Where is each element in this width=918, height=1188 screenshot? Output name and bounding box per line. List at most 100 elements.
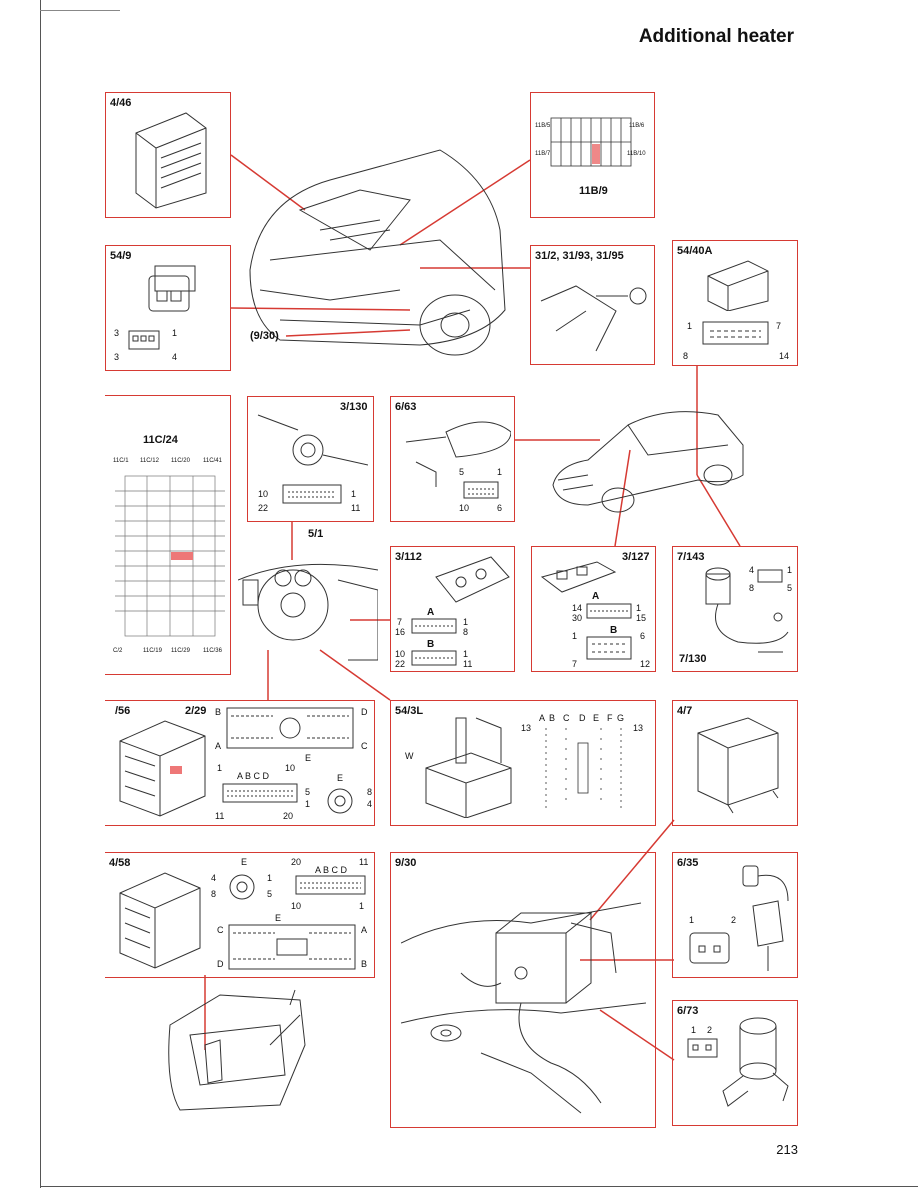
ground-point-illustration [540, 285, 647, 352]
pin-number: 1 [359, 901, 365, 911]
steering-switch-illustration [257, 414, 368, 466]
pin-diagram [586, 603, 632, 619]
pin-number: 13 [633, 723, 644, 733]
connector-id: A [215, 741, 222, 751]
pin-number: 1 [689, 915, 695, 925]
connector-block-illustration [425, 717, 512, 818]
pin-number: 1 [463, 649, 469, 659]
pin-diagram [295, 875, 366, 895]
page-top-rule [40, 10, 120, 11]
component-11b-9-box: 11B/5 11B/6 11B/7 11B/10 11B/9 [530, 92, 655, 218]
component-label: 7/130 [679, 653, 707, 665]
pin-number: 13 [521, 723, 532, 733]
pin-diagram [222, 783, 298, 803]
connector-id: C [361, 741, 368, 751]
fuse-label: 11C/1 [113, 458, 129, 464]
pin-number: 8 [749, 583, 755, 593]
fuse-label: 11B/10 [627, 151, 646, 157]
pin-number: 1 [305, 799, 311, 809]
connector-id: E [241, 857, 248, 867]
pin-number: 1 [691, 1025, 697, 1035]
heater-control-module-illustration [697, 717, 779, 814]
page-margin-line [40, 0, 41, 1188]
car-trunk-illustration [168, 989, 306, 1111]
pin-number: 22 [395, 659, 406, 669]
component-3-112-box: 3/112 A 7 1 16 8 B 10 1 22 11 [390, 546, 515, 672]
connector-id: D [579, 713, 586, 723]
component-label: 54/9 [110, 250, 132, 262]
connector-id: E [275, 913, 282, 923]
component-label: 4/46 [110, 97, 132, 109]
component-6-63-box: 6/63 5 1 10 6 [390, 396, 515, 522]
pin-number: 4 [211, 873, 217, 883]
connector-id: A B C D [315, 865, 348, 875]
pin-diagram [327, 788, 353, 814]
fuse-label: 11C/19 [143, 648, 162, 654]
pin-number: 22 [258, 503, 269, 513]
fuse-label: 11C/41 [203, 458, 222, 464]
pin-number: 20 [283, 811, 294, 821]
pin-number: 5 [787, 583, 793, 593]
pin-number: 4 [172, 352, 178, 362]
pin-diagram [228, 924, 356, 970]
fuse-label: 11C/12 [140, 458, 159, 464]
connector-id: D [361, 707, 368, 717]
component-label: 6/35 [677, 857, 699, 869]
pin-number: 10 [395, 649, 406, 659]
pin-number: 8 [463, 627, 469, 637]
component-label: 2/29 [185, 705, 207, 717]
pin-number: 10 [258, 489, 269, 499]
pin-diagram [757, 569, 783, 583]
car-front-engine-bay-illustration [249, 149, 506, 356]
component-label: 54/40A [677, 245, 713, 257]
pin-number: 7 [572, 659, 578, 669]
component-label: 4/7 [677, 705, 693, 717]
pin-number: 7 [776, 321, 782, 331]
pin-diagram [545, 728, 622, 808]
component-label: 7/143 [677, 551, 705, 563]
component-label: 6/73 [677, 1005, 699, 1017]
component-label: 3/130 [340, 401, 368, 413]
pin-number: 1 [572, 631, 578, 641]
pin-diagram [411, 618, 457, 634]
component-4-7-box: 4/7 [672, 700, 798, 826]
component-label: 3/112 [395, 551, 422, 563]
pin-number: 15 [636, 613, 647, 623]
pin-number: 14 [779, 351, 790, 361]
central-electronic-module-illustration [119, 720, 206, 817]
fuse-label: 11B/5 [535, 123, 551, 129]
page-title: Additional heater [638, 26, 794, 47]
component-7-143-box: 7/143 4 1 8 5 7/130 [672, 546, 798, 672]
component-6-35-box: 6/35 1 2 [672, 852, 798, 978]
pin-diagram [226, 707, 354, 749]
pin-number: 3 [114, 352, 120, 362]
pin-diagram [128, 330, 160, 350]
pin-diagram [689, 932, 730, 964]
component-11c-24-box: 11C/24 11C/1 11C/12 11C/20 11C/41 C/2 11… [105, 395, 231, 675]
heater-installation-illustration [401, 902, 646, 1114]
connector-id: A [427, 607, 435, 618]
pin-diagram [411, 650, 457, 666]
connector-id: A [361, 925, 368, 935]
component-54-40a-box: 54/40A 1 7 8 14 [672, 240, 798, 366]
component-label: 3/127 [622, 551, 650, 563]
connector-id: W [405, 751, 414, 761]
pin-number: 8 [211, 889, 217, 899]
pin-number: 1 [787, 565, 793, 575]
pin-number: 11 [351, 503, 361, 513]
pin-number: 11 [359, 857, 369, 867]
connector-id: C [563, 713, 570, 723]
pin-number: 1 [687, 321, 693, 331]
pin-number: 2 [731, 915, 737, 925]
connector-id: B [427, 639, 435, 650]
pin-number: 1 [217, 763, 223, 773]
pin-number: 30 [572, 613, 583, 623]
pin-number: 8 [683, 351, 689, 361]
fuse-label: 11B/6 [629, 123, 645, 129]
pin-number: 1 [497, 467, 503, 477]
connector-id: A [592, 591, 600, 602]
pin-diagram [282, 484, 342, 504]
fuse-box-illustration [115, 475, 225, 637]
component-54-3l-box: 54/3L W A B C D E F G 13 13 [390, 700, 656, 826]
window-switch-illustration [540, 561, 617, 593]
